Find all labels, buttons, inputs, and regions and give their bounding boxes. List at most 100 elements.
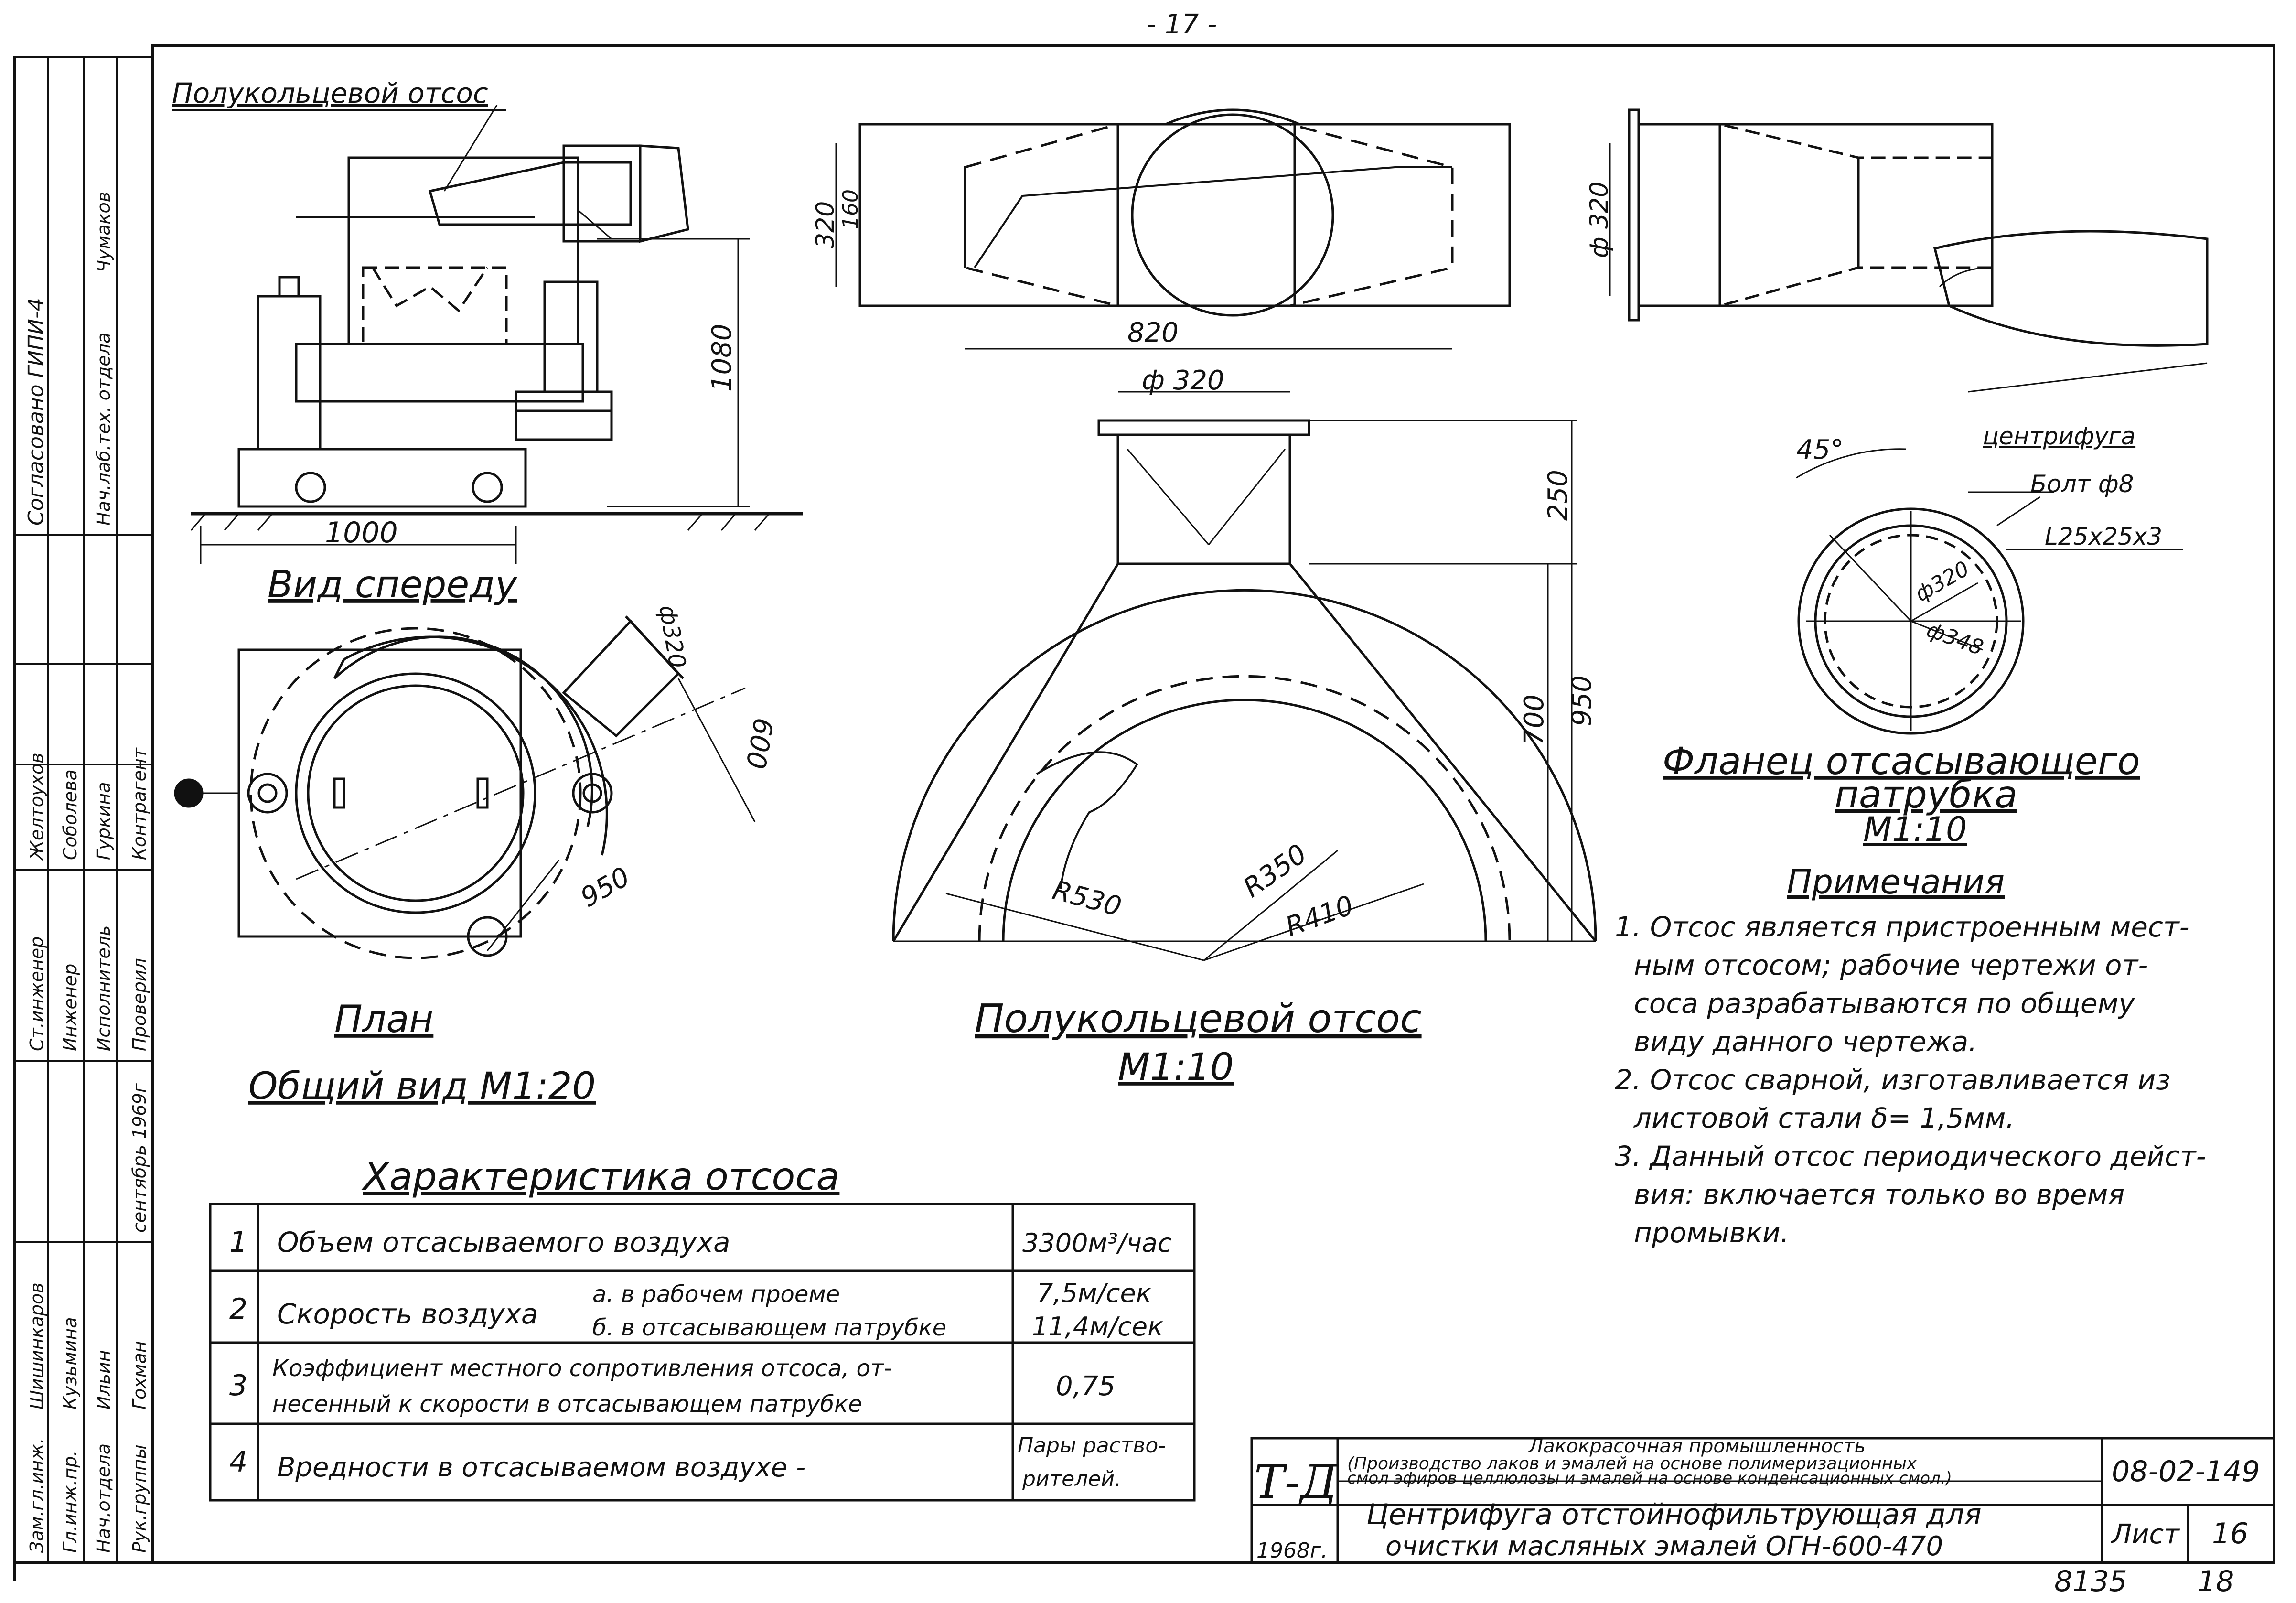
doc-code: 08-02-149: [2112, 1455, 2260, 1488]
logo-year: 1968г.: [1256, 1538, 1328, 1563]
table-row-num: 4: [229, 1445, 247, 1479]
dim-45: 45°: [1796, 434, 1844, 465]
flange-scale: М1:10: [1863, 810, 1967, 849]
table-row-num: 2: [229, 1292, 247, 1326]
stamp-name: Кузьмина: [60, 1317, 81, 1409]
table-row-sub: а. в рабочем проеме: [592, 1281, 840, 1308]
flange-bolt: Болт ф8: [2030, 470, 2134, 498]
dim-700: 700: [1519, 694, 1550, 745]
stamp-role: Рук.группы: [129, 1444, 150, 1553]
dim-250: 250: [1543, 470, 1574, 521]
table-row-num: 1: [229, 1226, 247, 1259]
sheet-label: Лист: [2111, 1519, 2180, 1550]
notes-title: Примечания: [1787, 862, 2005, 902]
stamp-name: Желтоухов: [26, 753, 47, 861]
table-row-desc: Объем отсасываемого воздуха: [277, 1226, 730, 1259]
general-caption: Общий вид М1:20: [248, 1065, 596, 1108]
stamp-role: Нач.отдела: [93, 1443, 114, 1553]
flange-angle: L25х25х3: [2045, 523, 2162, 550]
stamp-name: Контрагент: [129, 747, 150, 860]
stamp-name: Гохман: [129, 1341, 150, 1409]
semi-title: Полукольцевой отсос: [975, 996, 1422, 1042]
note-line: промывки.: [1634, 1216, 1789, 1249]
table-row-value: 7,5м/сек: [1037, 1278, 1152, 1308]
dim-phi320-top: ф 320: [1142, 365, 1224, 396]
flange-phi348: ф348: [1923, 617, 1986, 660]
front-caption: Вид спереду: [268, 563, 518, 606]
left-stamp-grid: [13, 56, 154, 1563]
dim-plan-phi: ф320: [654, 603, 691, 670]
dim-820: 820: [1127, 317, 1179, 348]
table-row-value: 3300м³/час: [1022, 1228, 1172, 1258]
stamp-agreed: Согласовано ГИПИ-4: [24, 298, 48, 526]
table-row-num: 3: [229, 1369, 247, 1402]
characteristics-table: [209, 1203, 1196, 1502]
logo: Т-Д: [1254, 1455, 1338, 1509]
flange-view: [1796, 448, 2183, 735]
dim-plan-950: 950: [576, 861, 635, 914]
title-line-5: очистки масляных эмалей ОГН-600-470: [1385, 1531, 1943, 1562]
stamp-head: Нач.лаб.тех. отдела: [93, 333, 114, 526]
table-row-desc: Скорость воздуха: [277, 1298, 538, 1330]
title-line-4: Центрифуга отстойнофильтрующая для: [1366, 1498, 1982, 1531]
table-row-value: 0,75: [1056, 1371, 1116, 1402]
bottom-code: 8135: [2054, 1565, 2127, 1598]
title-line-3: смол эфиров целлюлозы и эмалей на основе…: [1347, 1469, 1952, 1488]
dim-r410: R410: [1282, 890, 1358, 943]
semi-scale: М1:10: [1118, 1046, 1234, 1089]
front-view: [172, 105, 803, 564]
table-row-value: Пары раство-: [1018, 1433, 1166, 1458]
stamp-head-name: Чумаков: [93, 192, 114, 272]
note-line: 3. Данный отсос периодического дейст-: [1615, 1140, 2206, 1173]
dim-160: 160: [838, 189, 863, 229]
semi-ring-main-view: [892, 391, 1597, 961]
dim-950: 950: [1566, 675, 1598, 726]
plan-caption: План: [334, 998, 433, 1041]
stamp-name: Гуркина: [93, 782, 114, 860]
flange-title-2: патрубка: [1835, 774, 2017, 817]
bottom-sheet: 18: [2198, 1565, 2234, 1598]
side-view: [1609, 108, 2209, 393]
plan-view: [174, 615, 756, 959]
note-line: соса разрабатываются по общему: [1634, 987, 2135, 1020]
stamp-role: Гл.инж.пр.: [60, 1451, 81, 1553]
dim-r530: R530: [1049, 875, 1125, 923]
flange-title-1: Фланец отсасывающего: [1663, 740, 2140, 783]
note-line: 1. Отсос является пристроенным мест-: [1615, 911, 2189, 943]
table-row-desc: Вредности в отсасываемом воздухе -: [277, 1452, 805, 1483]
stamp-name: Ильин: [93, 1350, 114, 1409]
note-line: виду данного чертежа.: [1634, 1025, 1977, 1058]
sheet-number: 16: [2212, 1517, 2248, 1550]
dim-320: 320: [811, 201, 840, 248]
stamp-role: Исполнитель: [93, 925, 114, 1051]
front-top-label: Полукольцевой отсос: [172, 77, 488, 109]
centrifuge-label: центрифуга: [1983, 422, 2135, 450]
table-title: Характеристика отсоса: [361, 1154, 839, 1199]
dim-1080: 1080: [707, 323, 738, 392]
flange-phi320: ф320: [1911, 557, 1974, 607]
stamp-role: Инженер: [60, 964, 81, 1051]
page-number: - 17 -: [1147, 9, 1217, 40]
stamp-role: Ст.инженер: [26, 936, 47, 1051]
table-row-value: 11,4м/сек: [1032, 1312, 1163, 1342]
note-line: 2. Отсос сварной, изготавливается из: [1615, 1064, 2170, 1096]
stamp-name: Шишинкаров: [26, 1282, 47, 1409]
stamp-name: Соболева: [60, 769, 81, 860]
table-row-desc: несенный к скорости в отсасывающем патру…: [272, 1391, 862, 1418]
stamp-date: сентябрь 1969г: [129, 1083, 150, 1233]
note-line: ным отсосом; рабочие чертежи от-: [1634, 949, 2148, 981]
stamp-role: Проверил: [129, 958, 150, 1051]
dim-1000: 1000: [325, 516, 398, 549]
title-line-1: Лакокрасочная промышленность: [1528, 1435, 1866, 1457]
semi-ring-top-view: [835, 108, 1511, 350]
table-row-desc: Коэффициент местного сопротивления отсос…: [272, 1355, 892, 1382]
stamp-role: Зам.гл.инж.: [26, 1438, 47, 1553]
table-row-sub: б. в отсасывающем патрубке: [592, 1314, 946, 1341]
dim-r350: R350: [1238, 839, 1313, 904]
note-line: вия: включается только во время: [1634, 1178, 2124, 1211]
title-line-2: (Производство лаков и эмалей на основе п…: [1347, 1454, 1917, 1474]
table-row-value: рителей.: [1022, 1467, 1121, 1491]
note-line: листовой стали δ= 1,5мм.: [1633, 1102, 2015, 1134]
